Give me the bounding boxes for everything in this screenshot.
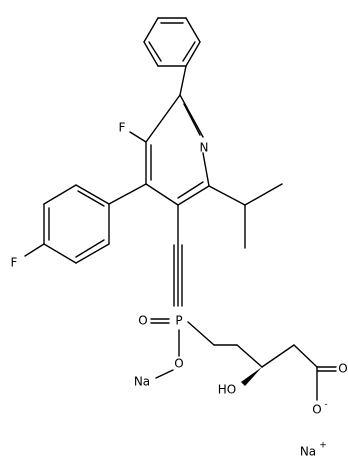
pyridine-ring bbox=[145, 65, 210, 206]
hydroxyl-label: HO bbox=[218, 383, 236, 397]
phosphorus-label: P bbox=[175, 314, 182, 328]
carboxylate-oxygen-label: O bbox=[312, 403, 321, 417]
sodium-ion-charge: + bbox=[319, 441, 327, 451]
fluorophenyl-ring bbox=[24, 183, 147, 264]
alkyne-triple-bond bbox=[173, 204, 183, 307]
o-na-bond bbox=[155, 369, 174, 379]
phenyl-ring-top bbox=[143, 17, 201, 67]
ester-sodium-label: Na bbox=[134, 375, 150, 389]
ring-fluorine-bond bbox=[129, 131, 147, 143]
isopropyl-group bbox=[208, 183, 283, 249]
butanoate-chain bbox=[187, 321, 337, 401]
sodium-ion-label: Na bbox=[300, 445, 316, 459]
phosphoryl-oxygen-label: O bbox=[138, 314, 147, 328]
stereo-wedge-bond bbox=[241, 367, 262, 386]
ester-oxygen-label: O bbox=[174, 357, 183, 371]
carboxylate-charge: - bbox=[324, 400, 327, 410]
pyridine-nitrogen-label: N bbox=[200, 141, 209, 155]
phenyl-fluorine-label: F bbox=[11, 256, 18, 270]
ring-fluorine-label: F bbox=[119, 121, 126, 135]
carbonyl-oxygen-label: O bbox=[338, 362, 347, 376]
